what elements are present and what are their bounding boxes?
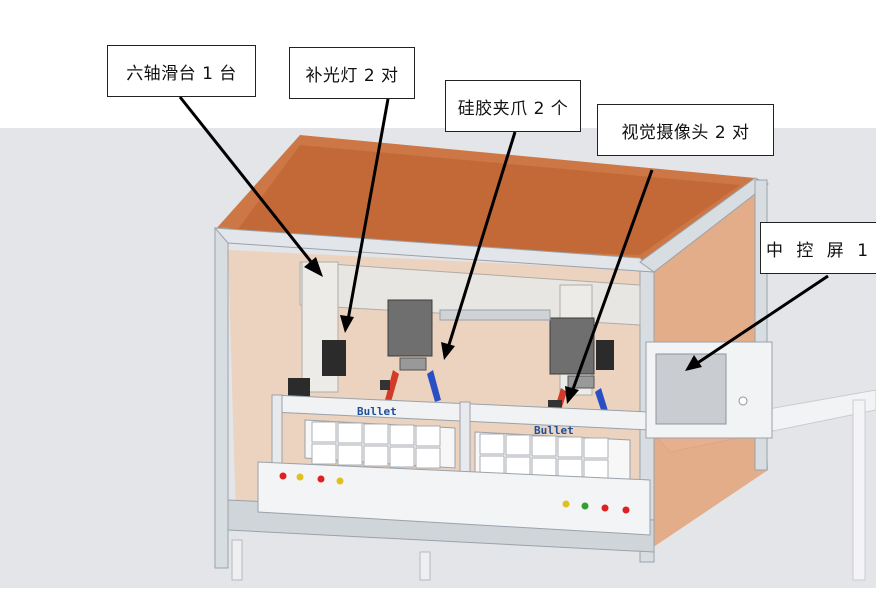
arrow-screen-head <box>685 355 702 371</box>
callout-fill-light: 补光灯 2 对 <box>289 47 415 99</box>
led-red-right-2 <box>622 506 630 514</box>
arrow-light <box>346 98 390 321</box>
axis-motor-right <box>549 317 595 375</box>
leg-mid <box>419 551 431 581</box>
tray-left <box>304 419 456 469</box>
arrow-gripper <box>446 131 517 349</box>
camera-body-left <box>380 380 390 390</box>
led-red-right <box>601 504 609 512</box>
gripper-left <box>385 357 441 402</box>
arrow-gripper-head <box>441 342 455 360</box>
fill-light-low <box>288 378 310 400</box>
arrow-camera-head <box>565 386 579 404</box>
linear-rail <box>439 309 551 321</box>
callout-six-axis-slide: 六轴滑台 1 台 <box>107 45 256 97</box>
led-red-left-2 <box>317 475 325 483</box>
arrow-slide-head <box>304 257 323 277</box>
frame-top-right-rail <box>639 177 769 273</box>
callout-vision-camera: 视觉摄像头 2 对 <box>597 104 774 156</box>
enclosure-inner-top <box>230 145 740 255</box>
tray-right <box>474 431 631 483</box>
control-screen-button <box>738 396 748 406</box>
tray-post-mid <box>459 401 471 483</box>
fill-light-right <box>596 340 614 370</box>
callout-arrows <box>178 96 829 404</box>
table-leg <box>852 399 866 581</box>
led-red-left <box>279 472 287 480</box>
tray-brand-right: Bullet <box>534 424 574 437</box>
gantry-beam <box>299 261 641 326</box>
axis-motor-left <box>387 299 433 357</box>
arrow-screen <box>695 274 829 366</box>
arrow-slide <box>178 96 318 269</box>
callout-control-screen: 中 控 屏 1 <box>760 222 876 274</box>
tray-brand-left: Bullet <box>357 405 397 418</box>
frame-post-left <box>214 227 229 569</box>
led-yellow-left-2 <box>336 477 344 485</box>
led-yellow-left <box>296 473 304 481</box>
arrow-camera <box>570 169 654 393</box>
arrow-light-head <box>340 315 354 333</box>
base-plate <box>257 461 651 536</box>
callout-silicone-gripper: 硅胶夹爪 2 个 <box>445 80 581 132</box>
leg-left <box>231 539 243 581</box>
fill-light-left <box>322 340 346 376</box>
led-yellow-right <box>562 500 570 508</box>
led-green-right <box>581 502 589 510</box>
